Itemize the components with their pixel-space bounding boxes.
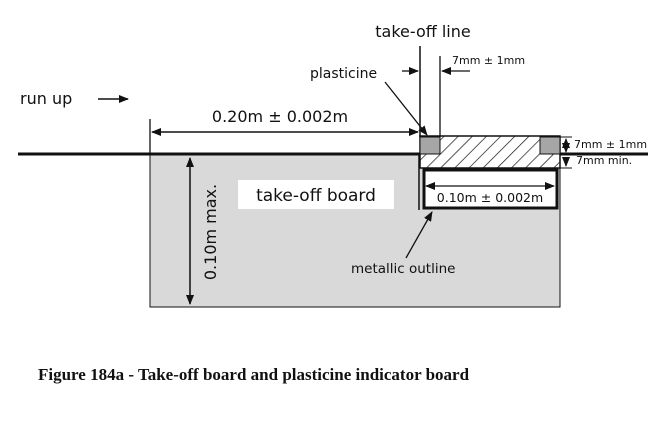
metallic-outline-leader [405, 211, 433, 259]
distance-label: 0.20m ± 0.002m [212, 107, 348, 126]
plasticine-block-right [539, 136, 561, 155]
plasticine-leader [384, 81, 428, 136]
run-up-label: run up [20, 89, 72, 108]
take-off-board-label-box [238, 180, 394, 209]
plasticine-label: plasticine [310, 66, 377, 82]
figure-caption: Figure 184a - Take-off board and plastic… [38, 365, 470, 384]
plasticine-height-label: 7mm ± 1mm [574, 138, 647, 151]
plasticine-block-left [419, 136, 441, 155]
take-off-board-label: take-off board [256, 186, 376, 206]
plasticine-indicator-board [419, 135, 561, 169]
metallic-outline-label: metallic outline [351, 261, 455, 277]
min-depth-label: 7mm min. [576, 154, 632, 167]
take-off-line-label: take-off line [375, 22, 470, 41]
indicator-width-label: 0.10m ± 0.002m [437, 190, 543, 205]
plasticine-width-label: 7mm ± 1mm [452, 54, 525, 67]
board-depth-label: 0.10m max. [201, 184, 220, 280]
